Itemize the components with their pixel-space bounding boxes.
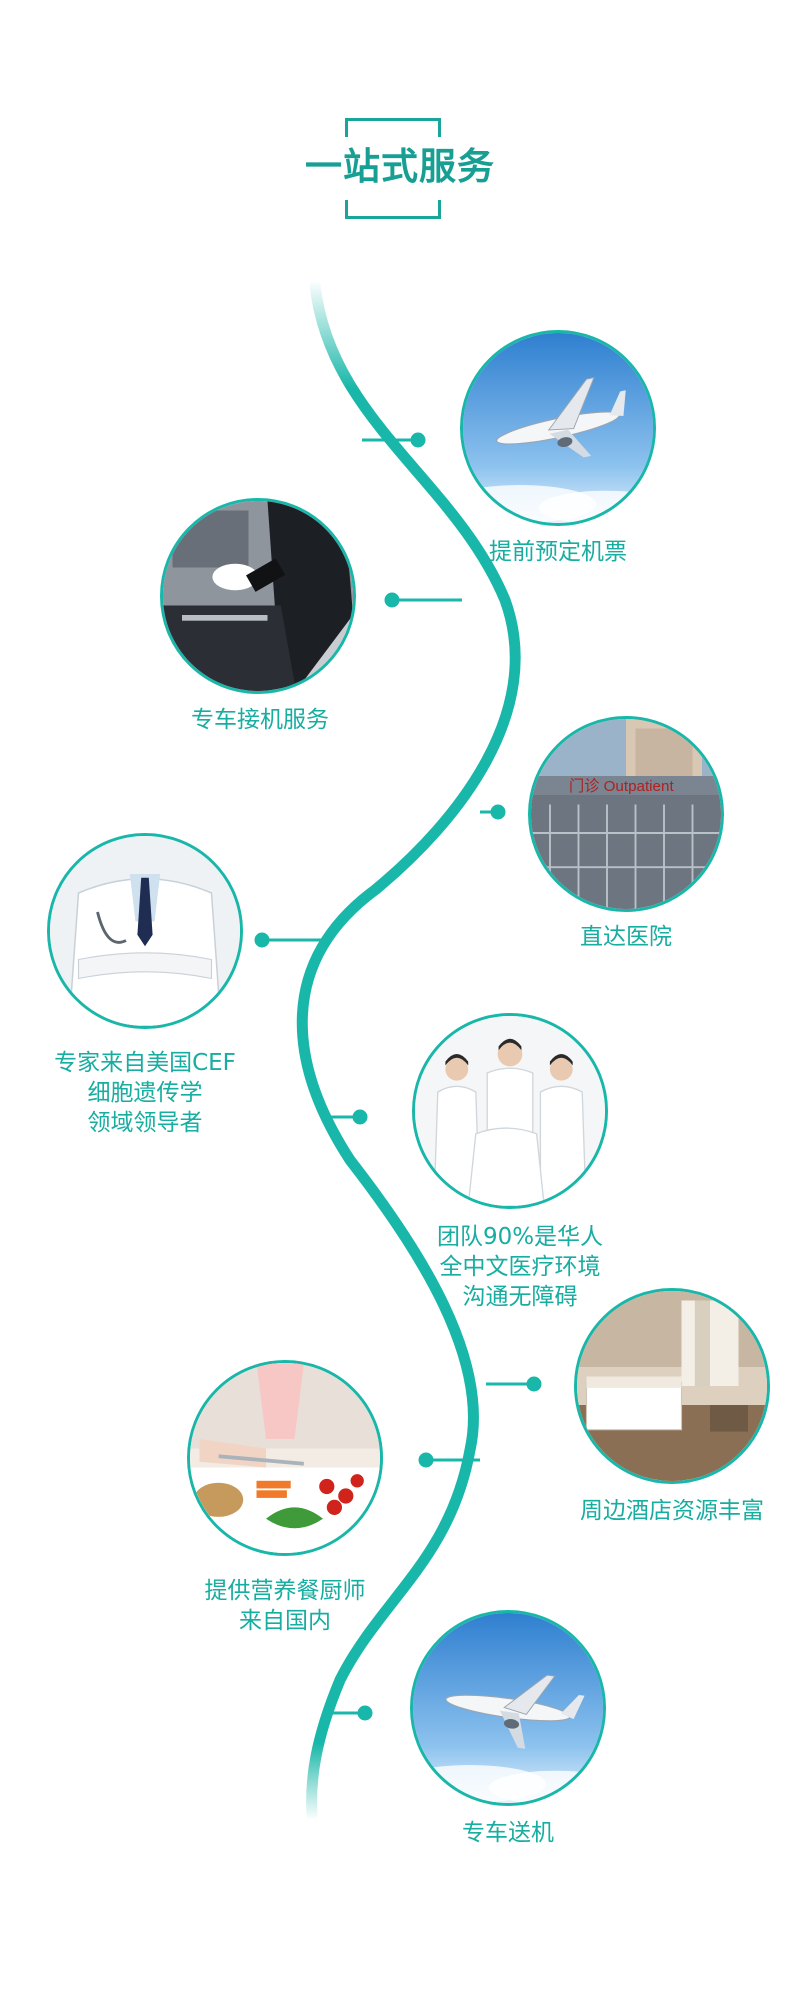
airplane-photo (410, 1610, 606, 1806)
hotel-bed-icon (577, 1291, 767, 1481)
team-icon (415, 1016, 605, 1206)
car-door-photo (160, 498, 356, 694)
gloved-hand-icon (163, 501, 353, 691)
chef-photo (187, 1360, 383, 1556)
step-label: 直达医院 (580, 924, 672, 950)
step-label: 提前预定机票 (489, 539, 627, 565)
airplane-photo (460, 330, 656, 526)
doctor-photo (47, 833, 243, 1029)
connector-dot (352, 1109, 368, 1125)
cutting-vegetables-icon (190, 1363, 380, 1553)
connector-dot (418, 1452, 434, 1468)
connector-dot (384, 592, 400, 608)
doctor-icon (50, 836, 240, 1026)
connector-dot (410, 432, 426, 448)
connector-dot (490, 804, 506, 820)
connector-dot (526, 1376, 542, 1392)
step-label: 专车接机服务 (191, 707, 329, 733)
title-frame (345, 118, 441, 219)
connector-dot (254, 932, 270, 948)
airplane-icon (413, 1613, 603, 1803)
medical-team-photo (412, 1013, 608, 1209)
step-label: 专车送机 (462, 1820, 554, 1846)
hotel-room-photo (574, 1288, 770, 1484)
step-label: 团队90%是华人 全中文医疗环境 沟通无障碍 (436, 1224, 604, 1310)
step-label: 提供营养餐厨师 来自国内 (204, 1578, 366, 1634)
airplane-icon (463, 333, 653, 523)
connector-dot (357, 1705, 373, 1721)
hospital-photo: 门诊 Outpatient (528, 716, 724, 912)
page-title: 一站式服务 (305, 145, 495, 188)
step-label: 专家来自美国CEF 细胞遗传学 领域领导者 (54, 1050, 236, 1136)
hospital-building-icon: 门诊 Outpatient (531, 719, 721, 909)
step-label: 周边酒店资源丰富 (580, 1498, 764, 1524)
hospital-sign: 门诊 Outpatient (569, 778, 674, 795)
